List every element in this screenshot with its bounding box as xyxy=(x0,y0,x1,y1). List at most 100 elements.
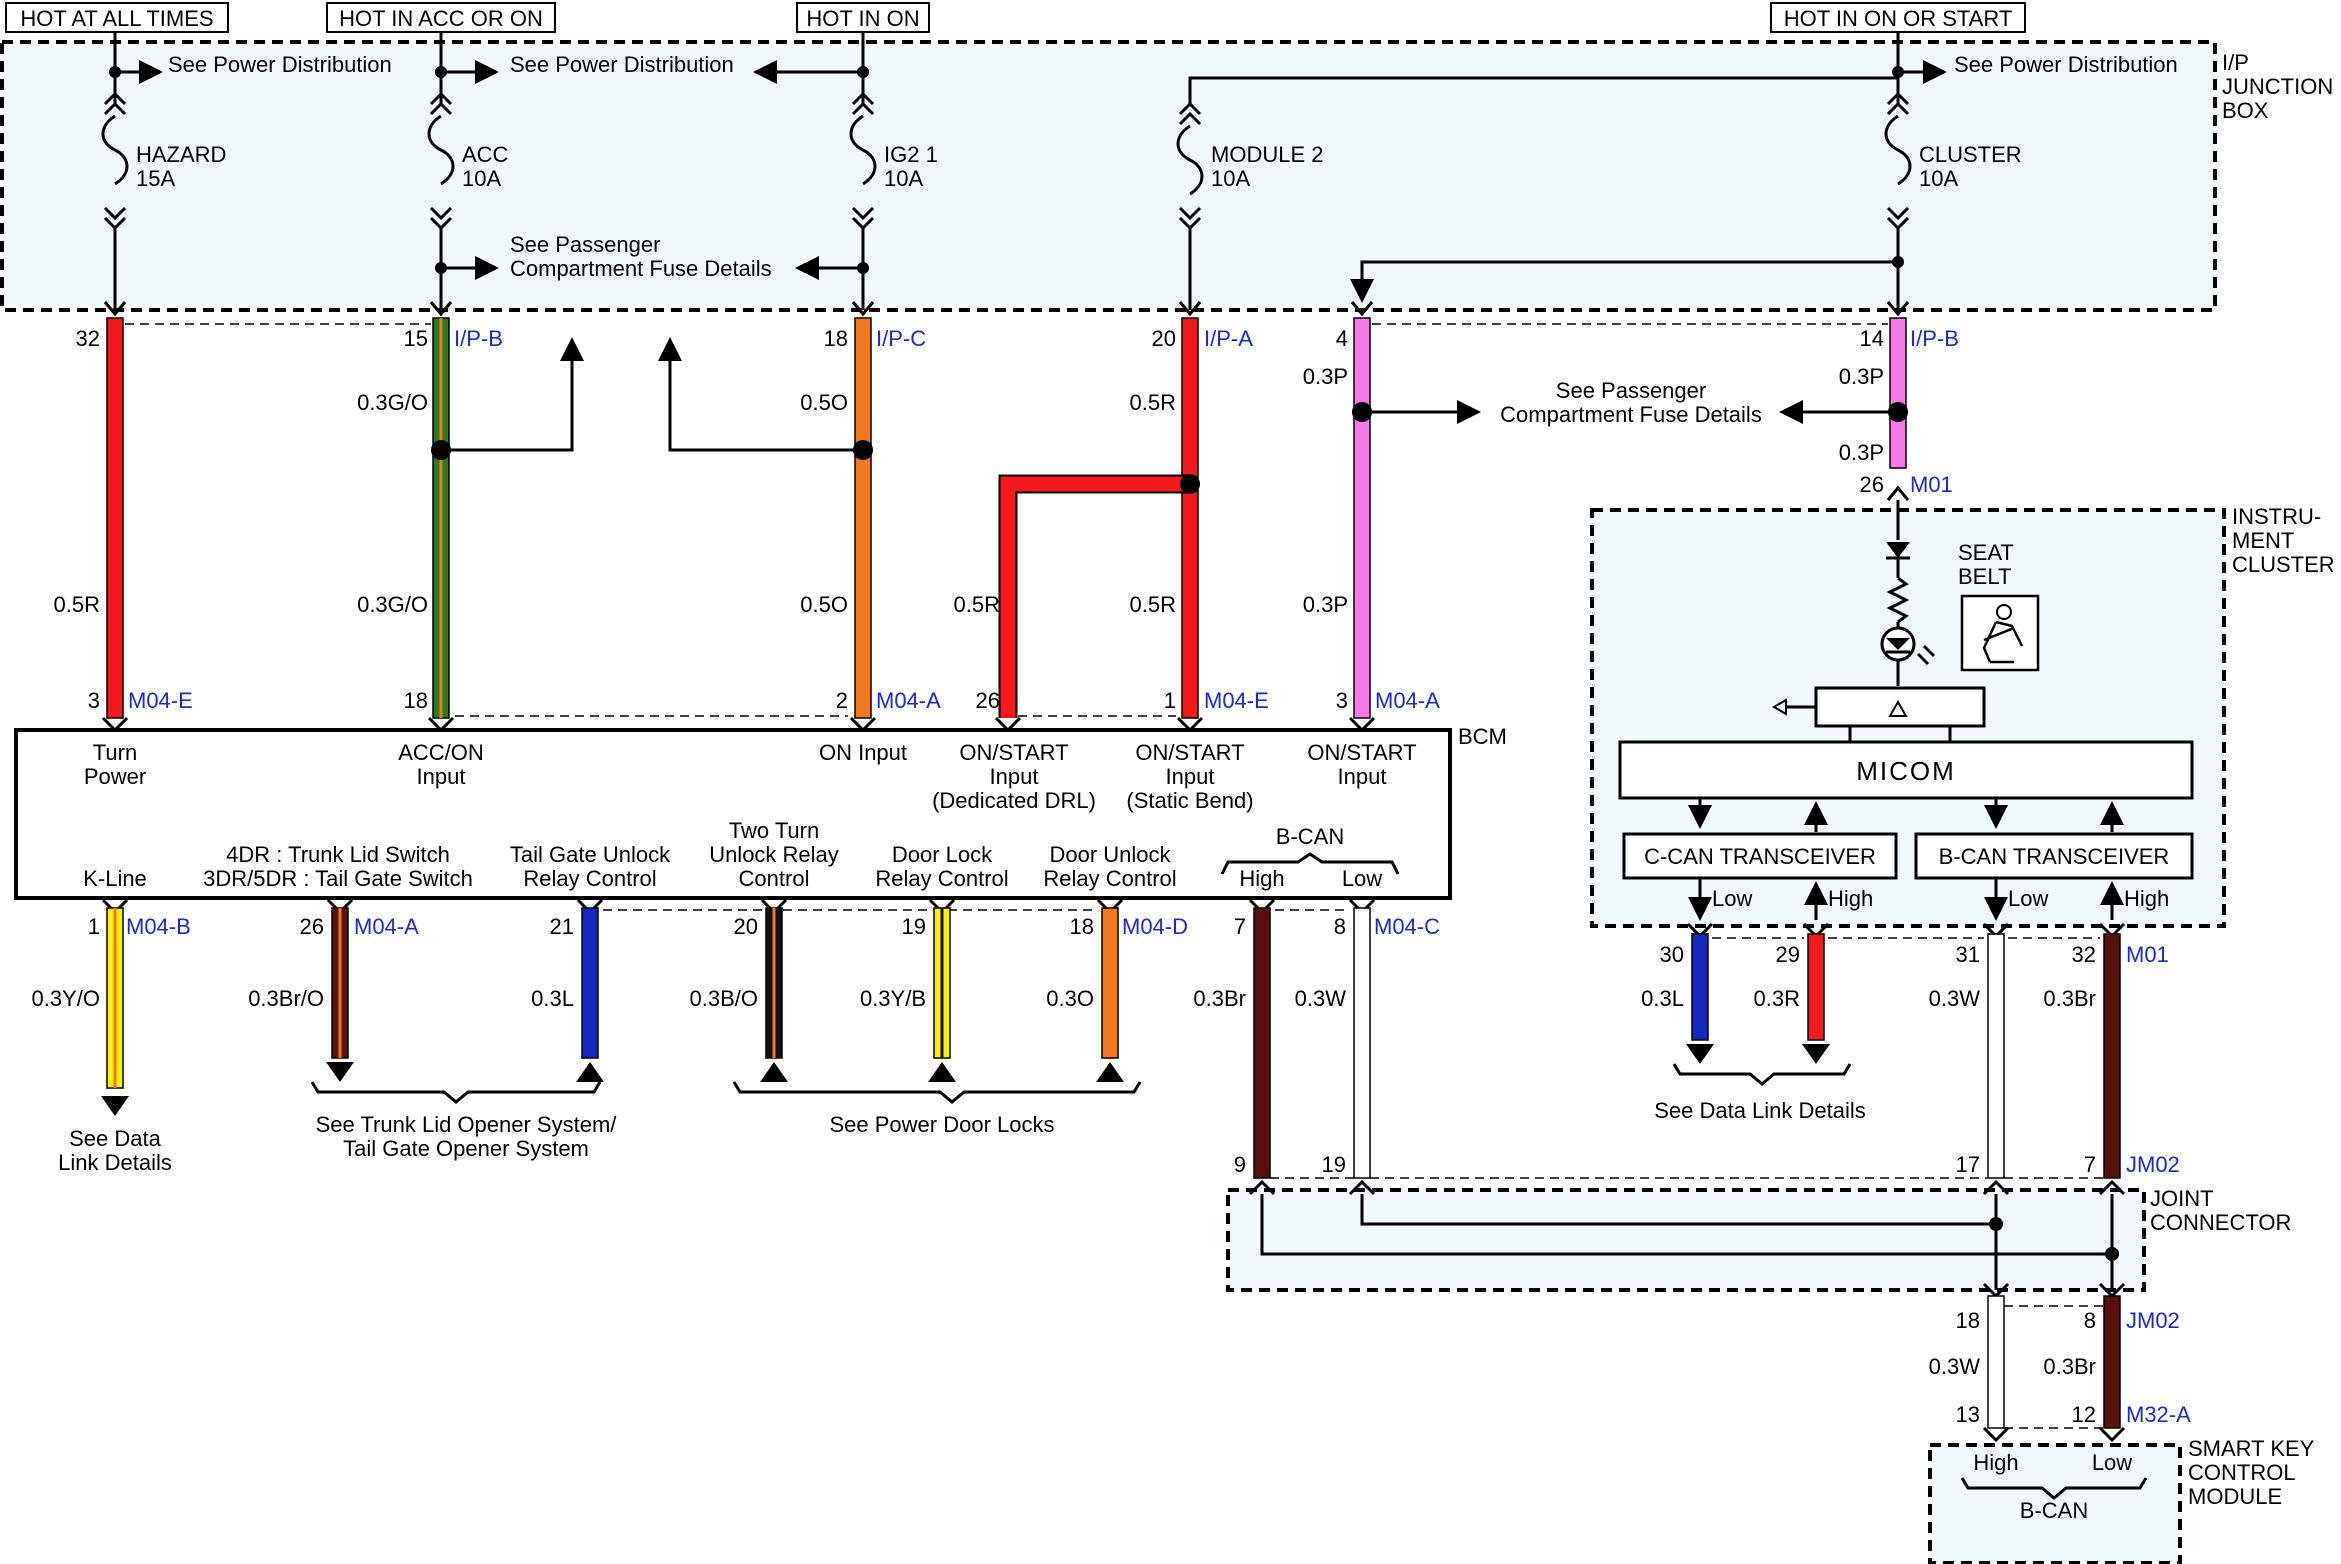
diagram-label: ACC/ON xyxy=(398,740,484,765)
diagram-label: HOT AT ALL TIMES xyxy=(20,6,213,31)
diagram-label: 3 xyxy=(1336,688,1348,713)
wire-orange-door-unlock xyxy=(1101,907,1119,1059)
diagram-label: Two Turn xyxy=(729,818,819,843)
diagram-label: Power xyxy=(84,764,146,789)
diagram-label: 0.5R xyxy=(954,592,1000,617)
diagram-label: Turn xyxy=(93,740,137,765)
junction-box-label: BOX xyxy=(2222,98,2269,123)
diagram-label: 10A xyxy=(1211,166,1250,191)
diagram-label: (Dedicated DRL) xyxy=(932,788,1096,813)
diagram-label: ON/START xyxy=(1307,740,1416,765)
diagram-label: High xyxy=(1239,866,1284,891)
diagram-label: 15 xyxy=(404,326,428,351)
diagram-label: Low xyxy=(2092,1450,2132,1475)
diagram-label: MICOM xyxy=(1856,756,1956,786)
diagram-label: 0.5O xyxy=(800,390,848,415)
fuse-acc: ACC 10A xyxy=(427,42,509,310)
wire-red-drl xyxy=(1000,476,1190,718)
diagram-label: 0.3L xyxy=(531,986,574,1011)
wire-red-turn-power xyxy=(106,317,124,719)
fuse-hazard: HAZARD 15A xyxy=(101,42,226,310)
diagram-label: 13 xyxy=(1956,1402,1980,1427)
diagram-label: M04-A xyxy=(1375,688,1440,713)
diagram-label: 0.3W xyxy=(1929,986,1981,1011)
diagram-label: Relay Control xyxy=(875,866,1008,891)
header-on: HOT IN ON xyxy=(796,2,930,33)
diagram-label: JM02 xyxy=(2126,1308,2180,1333)
see-data-link-label: Link Details xyxy=(58,1150,172,1175)
diagram-label: Relay Control xyxy=(1043,866,1176,891)
diagram-label: 26 xyxy=(976,688,1000,713)
diagram-label: M32-A xyxy=(2126,1402,2191,1427)
see-power-label: See Power Distribution xyxy=(510,52,734,77)
joint-connector-label: JOINT xyxy=(2150,1186,2214,1211)
diagram-label: JM02 xyxy=(2126,1152,2180,1177)
diagram-label: 1 xyxy=(88,914,100,939)
diagram-label: 2 xyxy=(836,688,848,713)
diagram-label: 8 xyxy=(1334,914,1346,939)
diagram-label: I/P-B xyxy=(1910,326,1959,351)
junction-box-zone xyxy=(0,40,2217,312)
wire-blue-tailgate xyxy=(581,907,599,1059)
diagram-label: 32 xyxy=(76,326,100,351)
see-passenger-label: See Passenger xyxy=(510,232,660,257)
see-trunk-label: See Trunk Lid Opener System/ xyxy=(316,1112,618,1137)
diagram-label: 0.3R xyxy=(1754,986,1800,1011)
wire-red-ccan-high xyxy=(1807,933,1825,1041)
diagram-label: HAZARD xyxy=(136,142,226,167)
diagram-label: 0.3G/O xyxy=(357,592,428,617)
smart-key-label: CONTROL xyxy=(2188,1460,2296,1485)
diagram-label: (Static Bend) xyxy=(1126,788,1253,813)
diagram-label: 18 xyxy=(1956,1308,1980,1333)
diagram-label: 0.3G/O xyxy=(357,390,428,415)
diagram-label: 30 xyxy=(1660,942,1684,967)
diagram-label: 0.3Br/O xyxy=(248,986,324,1011)
diagram-label: Low xyxy=(1712,886,1752,911)
diagram-label: 8 xyxy=(2084,1308,2096,1333)
bcm-inputs: Turn Power ACC/ON Input ON Input ON/STAR… xyxy=(84,740,1417,813)
ccan-transceiver: C-CAN TRANSCEIVER xyxy=(1622,832,1898,880)
see-power-label: See Power Distribution xyxy=(1954,52,2178,77)
diagram-label: 10A xyxy=(884,166,923,191)
diagram-label: 19 xyxy=(1322,1152,1346,1177)
diagram-label: M04-E xyxy=(1204,688,1269,713)
bcm-outputs: K-Line 4DR : Trunk Lid Switch 3DR/5DR : … xyxy=(83,818,1400,891)
diagram-label: High xyxy=(1828,886,1873,911)
diagram-label: M01 xyxy=(2126,942,2169,967)
diagram-label: M04-D xyxy=(1122,914,1188,939)
diagram-label: 0.3P xyxy=(1839,440,1884,465)
diagram-label: 10A xyxy=(462,166,501,191)
fuse-cluster: CLUSTER 10A xyxy=(1350,42,2022,310)
diagram-label: Input xyxy=(417,764,466,789)
diagram-label: 3 xyxy=(88,688,100,713)
diagram-label: I/P-B xyxy=(454,326,503,351)
wire-red-module xyxy=(1181,317,1199,719)
header-always: HOT AT ALL TIMES xyxy=(5,2,229,33)
wire-brown-smart-key xyxy=(2103,1295,2121,1429)
header-acc-on: HOT IN ACC OR ON xyxy=(326,2,556,33)
diagram-label: Control xyxy=(739,866,810,891)
diagram-label: Low xyxy=(2008,886,2048,911)
diagram-label: 0.3O xyxy=(1046,986,1094,1011)
diagram-label: HOT IN ACC OR ON xyxy=(339,6,543,31)
see-trunk-label: Tail Gate Opener System xyxy=(343,1136,589,1161)
wire-blue-ccan-low xyxy=(1691,933,1709,1041)
diagram-label: 29 xyxy=(1776,942,1800,967)
seat-belt-label: SEAT xyxy=(1958,540,2014,565)
diagram-label: 0.3P xyxy=(1839,364,1884,389)
seat-belt-lamp-circuit xyxy=(1880,485,1936,686)
diagram-label: B-CAN xyxy=(1276,824,1344,849)
diagram-label: 0.3L xyxy=(1641,986,1684,1011)
diagram-label: 0.3P xyxy=(1303,364,1348,389)
header-on-start: HOT IN ON OR START xyxy=(1770,2,2026,33)
diagram-label: 0.5O xyxy=(800,592,848,617)
diagram-label: M04-C xyxy=(1374,914,1440,939)
bcan-transceiver: B-CAN TRANSCEIVER xyxy=(1914,832,2194,880)
diagram-label: 3DR/5DR : Tail Gate Switch xyxy=(203,866,473,891)
diagram-label: 17 xyxy=(1956,1152,1980,1177)
diagram-label: CLUSTER xyxy=(1919,142,2022,167)
wire-pink-on-start xyxy=(1353,317,1371,719)
see-data-link-right-label: See Data Link Details xyxy=(1654,1098,1866,1123)
diagram-label: Low xyxy=(1342,866,1382,891)
see-power-door-label: See Power Door Locks xyxy=(830,1112,1055,1137)
